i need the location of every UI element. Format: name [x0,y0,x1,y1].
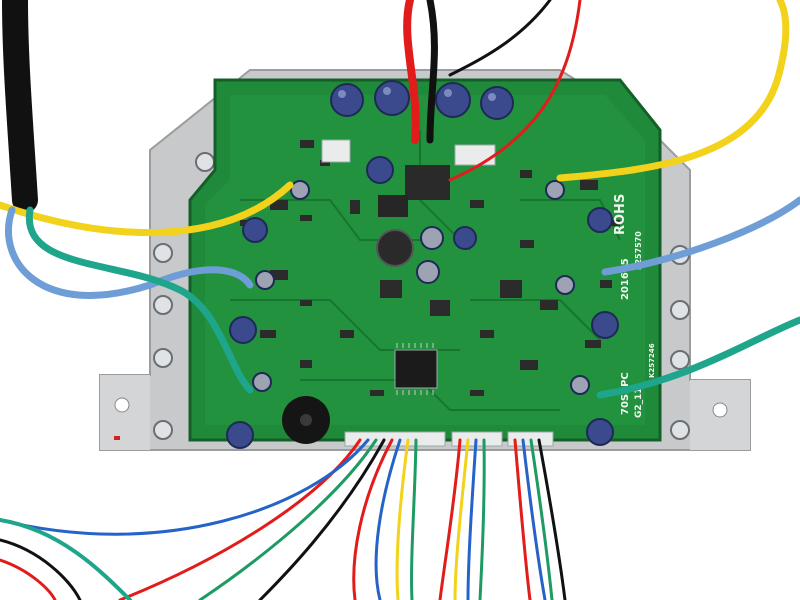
black-wire-bottom-1 [258,438,386,600]
rohs-label: ROHS [613,194,628,235]
red-wire-bottom-2 [352,438,394,600]
capacitor-highlights [338,87,496,101]
blue-wire-bottom-3 [466,438,478,600]
blue-wire-bottom-4 [521,438,547,600]
green-wire-bottom-4 [529,438,554,600]
black-cable [2,0,38,213]
silkscreen-labels: ROHS 201605 E257570 70S2PC G2_11 K257246 [613,194,656,418]
microcontroller-chip [394,343,438,395]
inductor-coil [376,229,414,267]
smd-components [240,140,620,396]
red-wire-bottom-4 [513,438,532,600]
version-label: G2_11 [634,387,644,418]
part-code-label: E257570 [634,231,643,270]
black-wire-bottom-2 [537,438,567,600]
black-wire-top [426,0,438,144]
yellow-wire-right [556,0,790,182]
red-wire-bottom-3 [438,438,462,600]
buzzer [282,396,330,444]
green-pcb [188,78,662,442]
blue-wire-bottom-1 [0,438,370,536]
teal-wire-bottom-left [0,518,132,600]
red-wire-bottom-1 [118,438,362,600]
green-wire-bottom-1 [198,438,378,600]
black-wire-bottom-left [0,538,82,600]
ic-module [378,195,408,217]
red-wire-bottom-left [0,558,57,600]
blue-wire-left [5,206,254,299]
black-wire-top-right [448,0,552,77]
yellow-wire-bottom-2 [453,438,470,600]
power-regulator [405,165,450,200]
model-label: 70S2PC [620,372,631,415]
yellow-wire-bottom-1 [395,438,410,600]
capacitors [226,80,619,449]
red-wire-top [403,0,420,144]
yellow-wire-left [0,181,294,236]
date-code-label: 201605 [620,258,631,300]
red-wire-top-right [448,0,582,182]
green-wire-left [25,206,254,394]
lot-label: K257246 [648,343,656,378]
green-wire-bottom-2 [410,438,418,600]
blue-wire-bottom-2 [374,438,402,600]
blue-wire-right [601,196,800,276]
green-wire-bottom-3 [478,438,486,600]
red-marking [114,436,120,440]
green-wire-right [596,316,800,399]
